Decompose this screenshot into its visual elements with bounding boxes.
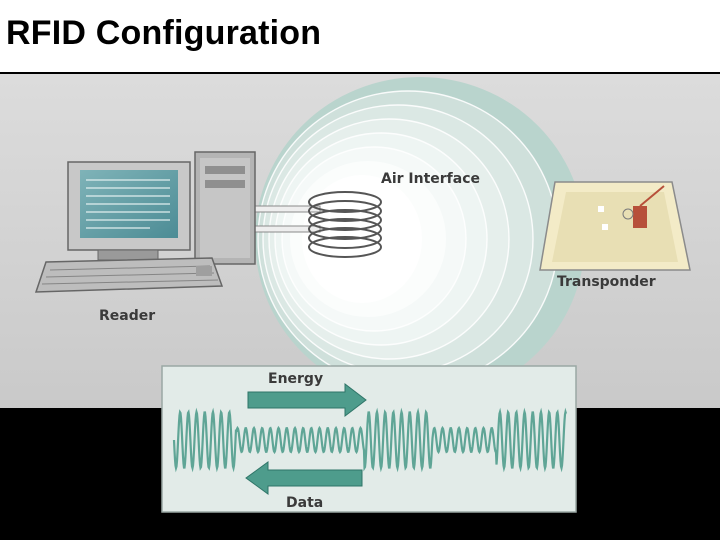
reader-label: Reader [99, 308, 155, 324]
signal-waveform [172, 407, 568, 473]
energy-arrow [247, 382, 367, 418]
data-arrow [245, 461, 363, 495]
air-interface-waves [255, 77, 585, 401]
title-divider [0, 72, 720, 74]
waveform-panel: Energy Data [161, 365, 577, 513]
slide-title: RFID Configuration [6, 14, 322, 52]
antenna-coil [308, 191, 382, 258]
rfid-diagram: Air Interface Transponder Reader Energy … [0, 74, 720, 540]
energy-label: Energy [268, 371, 323, 387]
transponder-label: Transponder [557, 274, 656, 290]
air-interface-label: Air Interface [381, 171, 480, 187]
reader-computer-icon [34, 151, 256, 293]
data-label: Data [286, 495, 323, 511]
transponder-tag-icon [539, 181, 691, 271]
rfid-diagram-svg: Air Interface Transponder Reader Energy … [0, 74, 720, 540]
